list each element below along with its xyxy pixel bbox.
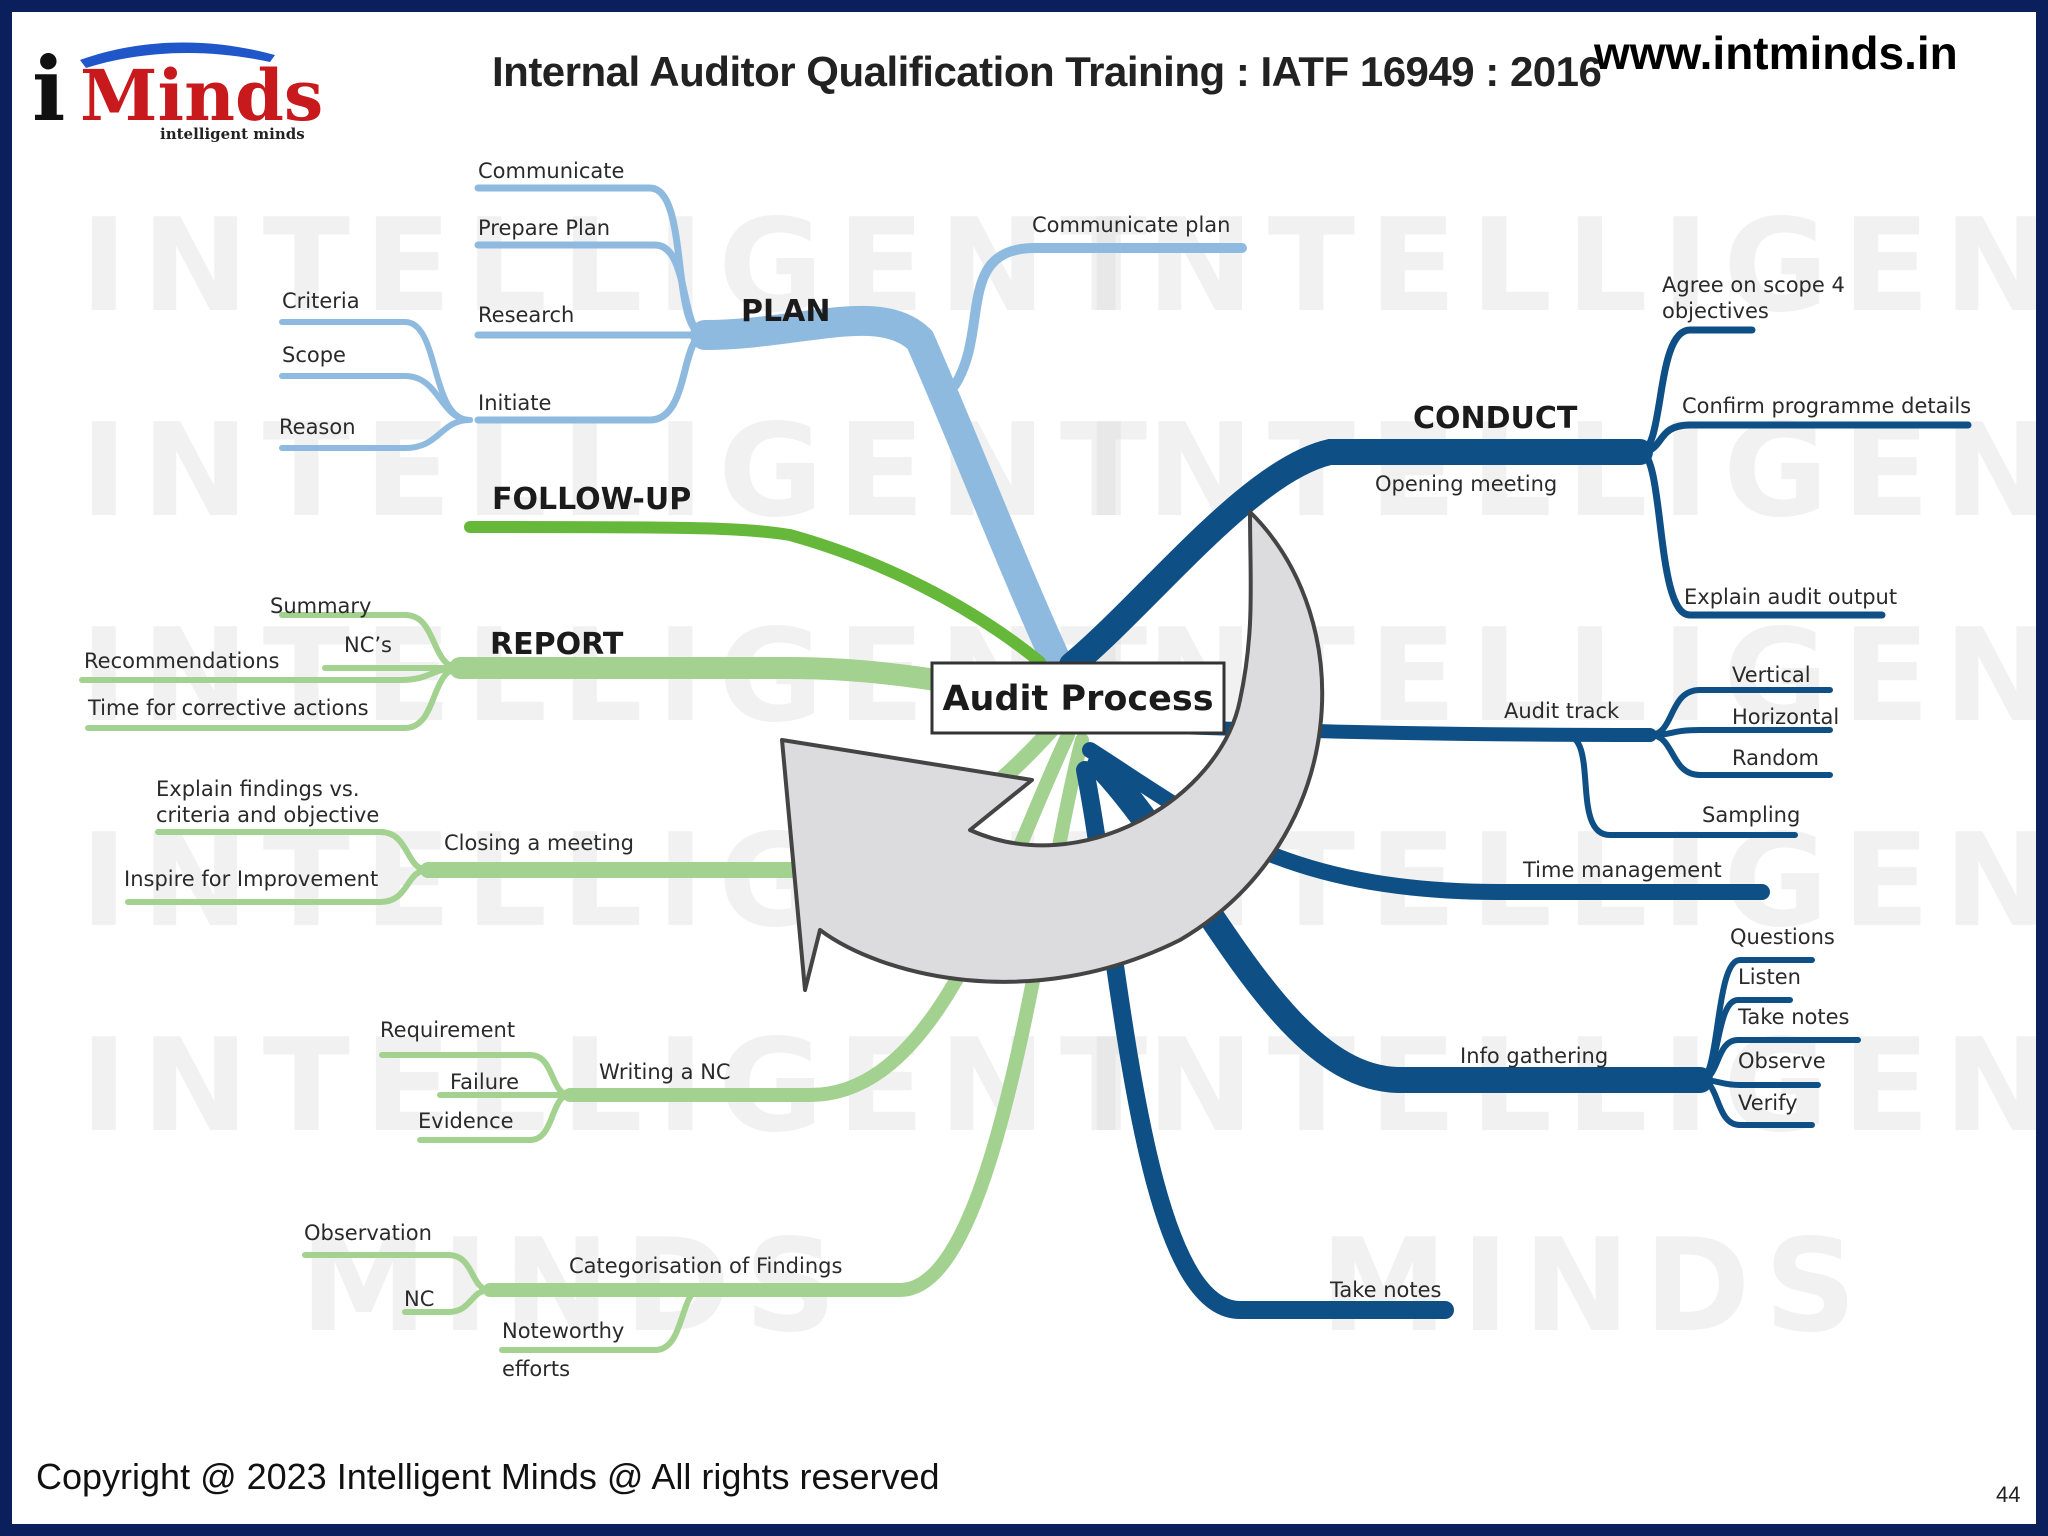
plan-criteria-label: Criteria (282, 289, 360, 313)
conduct-verify-label: Verify (1738, 1091, 1798, 1115)
conduct-info-gathering-label: Info gathering (1460, 1044, 1608, 1068)
conduct-explain-output-label: Explain audit output (1684, 585, 1897, 609)
plan-prepare-plan-label: Prepare Plan (478, 216, 610, 240)
conduct-agree-scope-label-2: objectives (1662, 299, 1769, 323)
conduct-heading: CONDUCT (1413, 401, 1578, 436)
report-explain-findings-label-2: criteria and objective (156, 803, 379, 827)
page-number: 44 (1996, 1482, 2021, 1507)
report-requirement-label: Requirement (380, 1018, 515, 1042)
report-categorisation-label: Categorisation of Findings (569, 1254, 842, 1278)
audit-track-connector-random (1647, 732, 1833, 778)
watermark-text: INTELLIGENT (1085, 192, 2048, 341)
info-gathering-trunk (1087, 752, 1713, 1093)
report-evidence-label: Evidence (418, 1109, 514, 1133)
report-nc-label: NC (404, 1287, 434, 1311)
plan-reason-label: Reason (279, 415, 356, 439)
report-heading: REPORT (490, 627, 624, 662)
copyright-text: Copyright @ 2023 Intelligent Minds @ All… (36, 1456, 940, 1497)
center-label: Audit Process (942, 679, 1213, 719)
conduct-audit-track-label: Audit track (1504, 699, 1620, 723)
report-connector-corrective (85, 665, 463, 731)
report-ncs-label: NC’s (344, 633, 392, 657)
imind-logo: i Minds intelligent minds (32, 37, 323, 143)
conduct-take-notes-sub-label: Take notes (1737, 1005, 1849, 1029)
plan-trunk (690, 305, 1073, 680)
website-link[interactable]: www.intminds.in (1594, 27, 1958, 79)
plan-connector-initiate (474, 331, 709, 424)
report-failure-label: Failure (450, 1070, 519, 1094)
report-closing-meeting-label: Closing a meeting (444, 831, 634, 855)
watermark-text: MINDS (1320, 1212, 1871, 1361)
cat-connector-nc (402, 1287, 493, 1315)
conduct-horizontal-label: Horizontal (1732, 705, 1839, 729)
audit-track-connector-sampling (1562, 732, 1798, 838)
plan-communicate-plan-label: Communicate plan (1032, 213, 1230, 237)
conduct-questions-label: Questions (1730, 925, 1835, 949)
conduct-time-management-label: Time management (1522, 858, 1722, 882)
conduct-agree-scope-label: Agree on scope 4 (1662, 273, 1845, 297)
conduct-trunk (1059, 439, 1653, 678)
plan-connector-scope (279, 373, 473, 423)
plan-communicate-label: Communicate (478, 159, 624, 183)
conduct-listen-label: Listen (1738, 965, 1801, 989)
closing-connector-inspire (125, 867, 431, 905)
report-recommendations-label: Recommendations (84, 649, 279, 673)
watermark-text: INTELLIGENT (80, 1012, 1161, 1161)
logo-brand: Minds (80, 54, 323, 137)
follow-up-branch (464, 521, 1046, 668)
info-connector-verify (1697, 1077, 1815, 1128)
watermark-text: INTELLIGENT (80, 192, 1161, 341)
plan-branch (279, 184, 1247, 680)
plan-connector-communicate-plan (950, 243, 1247, 390)
plan-research-label: Research (478, 303, 574, 327)
plan-heading: PLAN (741, 294, 830, 329)
conduct-confirm-programme-label: Confirm programme details (1682, 394, 1971, 418)
conduct-sampling-label: Sampling (1702, 803, 1800, 827)
report-explain-findings-label: Explain findings vs. (156, 777, 360, 801)
categorisation-trunk (483, 733, 1089, 1297)
center-node: Audit Process (930, 661, 1226, 735)
report-noteworthy-label-2: efforts (502, 1357, 570, 1381)
cat-connector-noteworthy (499, 1287, 703, 1353)
plan-connector-reason (279, 417, 473, 451)
report-noteworthy-label: Noteworthy (502, 1319, 624, 1343)
conduct-connector-agree (1636, 326, 1756, 456)
conduct-connector-confirm (1636, 421, 1972, 456)
report-summary-label: Summary (270, 594, 371, 618)
plan-connector-prepare-plan (474, 241, 709, 339)
conduct-take-notes-label: Take notes (1329, 1278, 1441, 1302)
report-observation-label: Observation (304, 1221, 432, 1245)
report-writing-nc-label: Writing a NC (599, 1060, 731, 1084)
conduct-observe-label: Observe (1738, 1049, 1826, 1073)
conduct-opening-meeting-label: Opening meeting (1375, 472, 1557, 496)
follow-up-heading: FOLLOW-UP (492, 482, 691, 517)
conduct-random-label: Random (1732, 746, 1819, 770)
report-corrective-label: Time for corrective actions (87, 696, 369, 720)
conduct-vertical-label: Vertical (1732, 663, 1811, 687)
writing-connector-evidence (417, 1092, 573, 1143)
page-title: Internal Auditor Qualification Training … (492, 48, 1602, 95)
logo-letter: i (32, 37, 65, 141)
logo-swoosh (80, 42, 275, 68)
plan-scope-label: Scope (282, 343, 346, 367)
center-box (930, 661, 1226, 735)
conduct-connector-explain (1636, 448, 1886, 619)
report-inspire-label: Inspire for Improvement (124, 867, 378, 891)
plan-initiate-label: Initiate (478, 391, 551, 415)
cycle-arrow-icon (780, 510, 1325, 992)
logo-tagline: intelligent minds (160, 125, 305, 143)
